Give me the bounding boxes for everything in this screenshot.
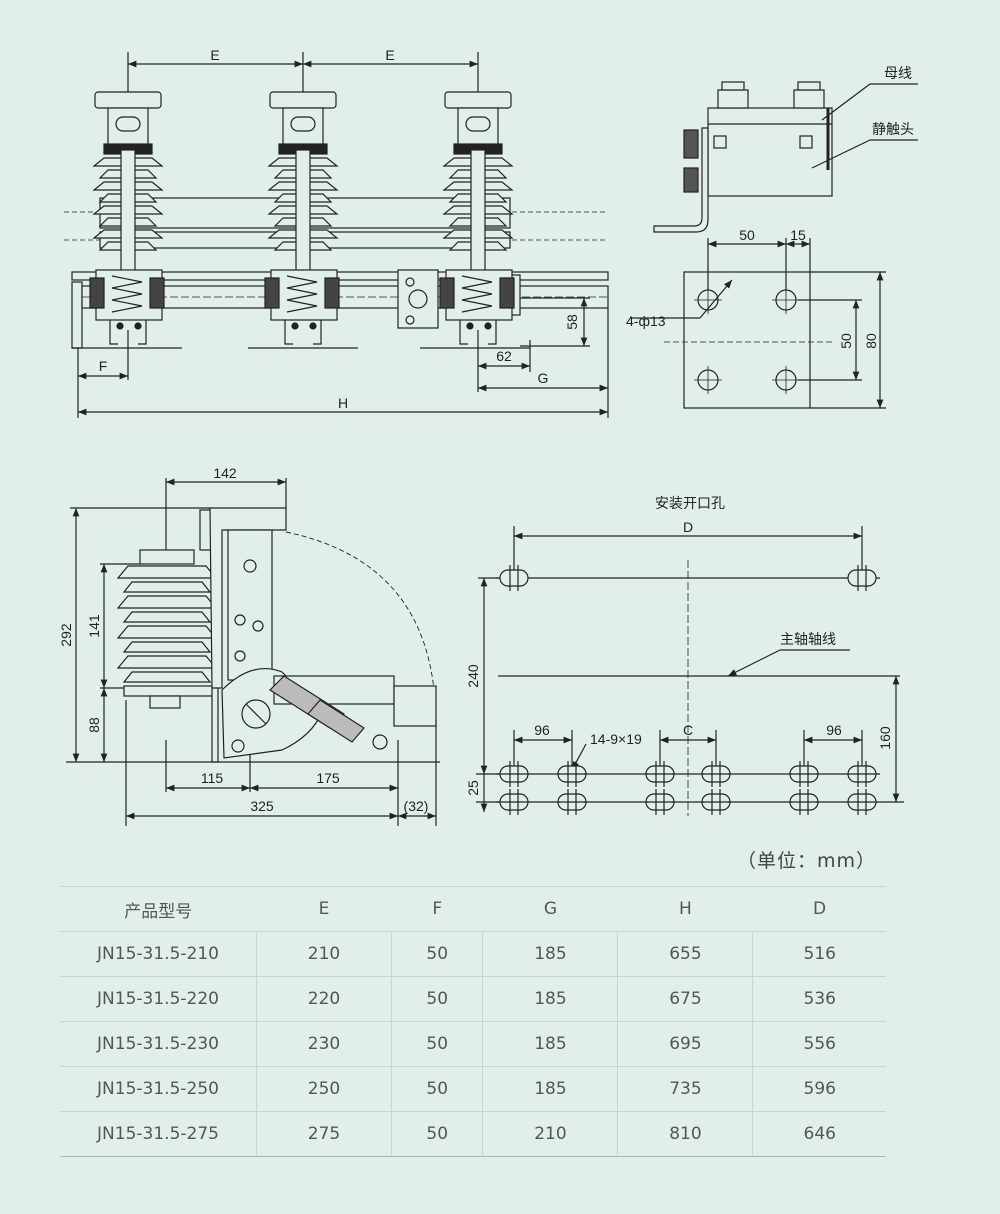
label-main-axis: 主轴轴线 <box>780 632 836 648</box>
front-view <box>64 52 609 418</box>
cell-e: 275 <box>255 1111 392 1157</box>
contact-detail-labels: 母线 静触头 50 15 4-ф13 50 80 <box>626 66 914 349</box>
col-header-g: G <box>482 886 618 932</box>
col-header-e: E <box>256 886 392 932</box>
dim-325: 325 <box>250 798 274 814</box>
dim-d: D <box>683 519 693 535</box>
table-row: JN15-31.5-210 210 50 185 655 516 <box>60 931 886 977</box>
cell-f: 50 <box>391 976 483 1022</box>
mounting-labels: 安装开口孔 D 主轴轴线 240 96 96 C 14-9×19 160 25 <box>465 496 893 796</box>
col-header-model: 产品型号 <box>60 886 257 932</box>
table-row: JN15-31.5-275 275 50 210 810 646 <box>60 1111 886 1157</box>
technical-drawing: E E F 62 G H 58 <box>58 47 918 826</box>
cell-model: JN15-31.5-250 <box>60 1066 257 1112</box>
col-header-f: F <box>391 886 483 932</box>
dim-62: 62 <box>496 348 512 364</box>
dim-50-vertical: 50 <box>838 333 854 349</box>
col-header-h: H <box>617 886 753 932</box>
cell-e: 230 <box>255 1021 392 1067</box>
dim-88: 88 <box>86 717 102 733</box>
dim-160: 160 <box>877 726 893 750</box>
cell-h: 735 <box>617 1066 753 1112</box>
contact-detail <box>630 81 918 409</box>
table-row: JN15-31.5-250 250 50 185 735 596 <box>60 1066 886 1112</box>
dim-50-top: 50 <box>739 227 755 243</box>
cell-f: 50 <box>391 1111 483 1157</box>
cell-d: 516 <box>752 931 886 977</box>
side-view <box>66 478 440 826</box>
cell-model: JN15-31.5-230 <box>60 1021 257 1067</box>
cell-model: JN15-31.5-210 <box>60 931 257 977</box>
cell-d: 556 <box>752 1021 886 1067</box>
units-note: （单位：mm） <box>736 850 876 872</box>
spec-table: 产品型号 E F G H D JN15-31.5-210 210 50 185 … <box>60 886 886 1157</box>
cell-g: 185 <box>482 1021 618 1067</box>
cell-g: 185 <box>482 976 618 1022</box>
label-slots: 14-9×19 <box>590 731 642 747</box>
table-header-row: 产品型号 E F G H D <box>60 886 886 932</box>
label-busbar: 母线 <box>884 66 912 82</box>
mounting-title: 安装开口孔 <box>655 496 725 512</box>
cell-model: JN15-31.5-275 <box>60 1111 257 1157</box>
dim-h: H <box>338 395 348 411</box>
cell-g: 185 <box>482 1066 618 1112</box>
label-holes: 4-ф13 <box>626 313 666 329</box>
cell-f: 50 <box>391 1066 483 1112</box>
cell-d: 596 <box>752 1066 886 1112</box>
dim-96-right: 96 <box>826 722 842 738</box>
cell-h: 675 <box>617 976 753 1022</box>
dim-115: 115 <box>201 770 224 786</box>
dim-96-left: 96 <box>534 722 550 738</box>
cell-e: 210 <box>255 931 392 977</box>
cell-f: 50 <box>391 931 483 977</box>
cell-h: 655 <box>617 931 753 977</box>
cell-g: 185 <box>482 931 618 977</box>
col-header-d: D <box>752 886 886 932</box>
dim-32: (32) <box>404 798 429 814</box>
dim-175: 175 <box>316 770 340 786</box>
dim-142: 142 <box>213 465 237 481</box>
dim-c: C <box>683 722 693 738</box>
side-view-labels: 142 292 141 88 115 175 325 (32) <box>58 465 428 814</box>
dim-292: 292 <box>58 623 74 647</box>
cell-d: 536 <box>752 976 886 1022</box>
dim-240: 240 <box>465 664 481 688</box>
cell-model: JN15-31.5-220 <box>60 976 257 1022</box>
dim-e-left: E <box>210 47 219 63</box>
dim-141: 141 <box>86 614 102 638</box>
dim-58: 58 <box>564 314 580 330</box>
cell-e: 250 <box>255 1066 392 1112</box>
mounting-view <box>476 526 904 816</box>
cell-g: 210 <box>482 1111 618 1157</box>
dim-80: 80 <box>863 333 879 349</box>
dim-15: 15 <box>790 227 806 243</box>
dim-e-right: E <box>385 47 394 63</box>
dim-25: 25 <box>465 780 481 796</box>
cell-h: 810 <box>617 1111 753 1157</box>
table-row: JN15-31.5-230 230 50 185 695 556 <box>60 1021 886 1067</box>
cell-f: 50 <box>391 1021 483 1067</box>
label-static-contact: 静触头 <box>872 122 914 138</box>
cell-d: 646 <box>752 1111 886 1157</box>
cell-e: 220 <box>255 976 392 1022</box>
table-row: JN15-31.5-220 220 50 185 675 536 <box>60 976 886 1022</box>
front-view-labels: E E F 62 G H 58 <box>99 47 580 411</box>
cell-h: 695 <box>617 1021 753 1067</box>
dim-f: F <box>99 358 108 374</box>
dim-g: G <box>538 370 549 386</box>
